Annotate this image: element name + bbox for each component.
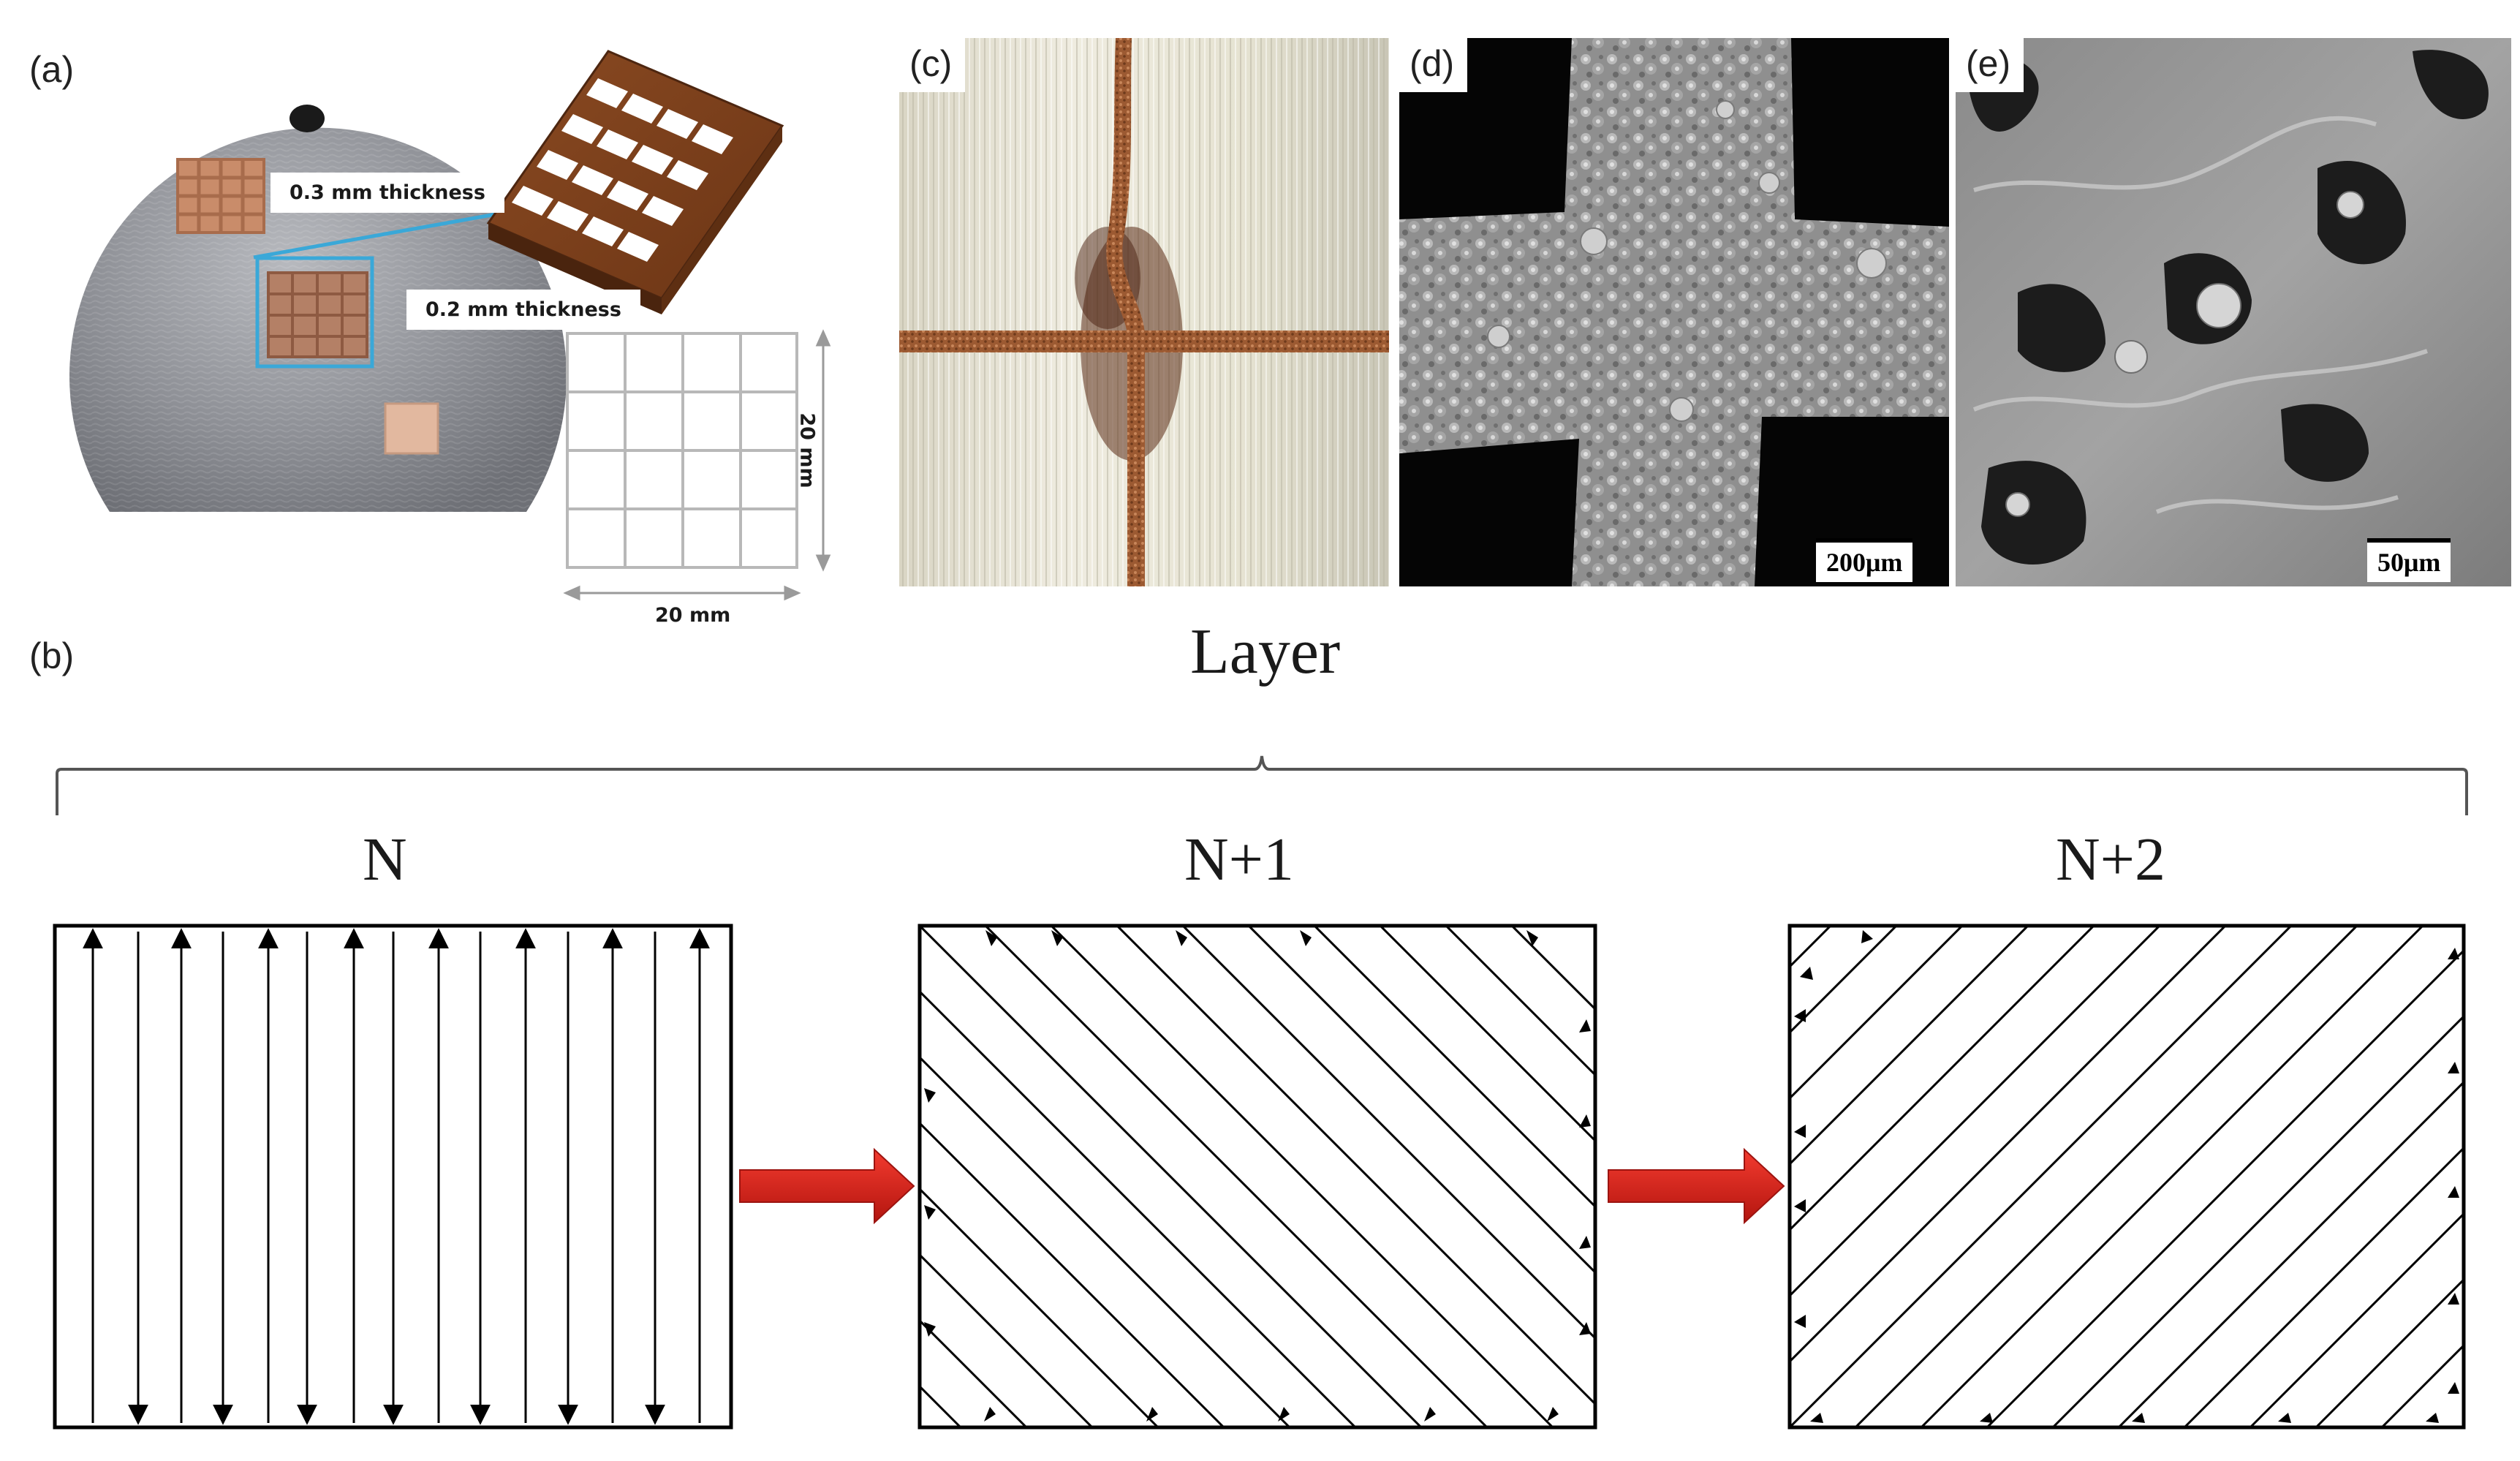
panel-e-label: (e) <box>1956 38 2024 92</box>
cube-render <box>486 50 784 314</box>
layer-n-box <box>53 924 733 1430</box>
solid-cube-sample <box>384 402 439 455</box>
layer-n2-box <box>1787 924 2466 1430</box>
red-arrow-2 <box>1608 1147 1785 1225</box>
layer-n1-box <box>917 924 1597 1430</box>
panel-c-label: (c) <box>899 38 966 92</box>
callout-0.3mm: 0.3 mm thickness <box>270 173 504 213</box>
panel-b-label: (b) <box>29 635 75 676</box>
highlight-box <box>255 256 374 369</box>
plate-hole <box>290 105 325 132</box>
grid-schematic <box>566 332 798 569</box>
panel-a-label: (a) <box>29 49 75 90</box>
scale-bar-50um: 50μm <box>2367 538 2451 582</box>
layer-n2-title: N+2 <box>2056 826 2166 894</box>
dimension-height-label: 20 mm <box>795 412 819 488</box>
dimension-width-label: 20 mm <box>655 604 731 627</box>
layer-n1-title: N+1 <box>1184 826 1295 894</box>
layer-brace <box>56 755 2468 815</box>
panel-d-label: (d) <box>1399 38 1468 92</box>
lattice-sample-0.3mm <box>176 158 265 234</box>
layer-n-title: N <box>363 826 407 894</box>
scale-bar-200um: 200μm <box>1816 538 1913 582</box>
lattice-sample-0.2mm <box>267 271 368 358</box>
layer-title: Layer <box>1190 616 1341 687</box>
callout-0.2mm: 0.2 mm thickness <box>406 290 640 330</box>
dimension-lines <box>563 329 831 601</box>
red-arrow-1 <box>739 1147 915 1225</box>
